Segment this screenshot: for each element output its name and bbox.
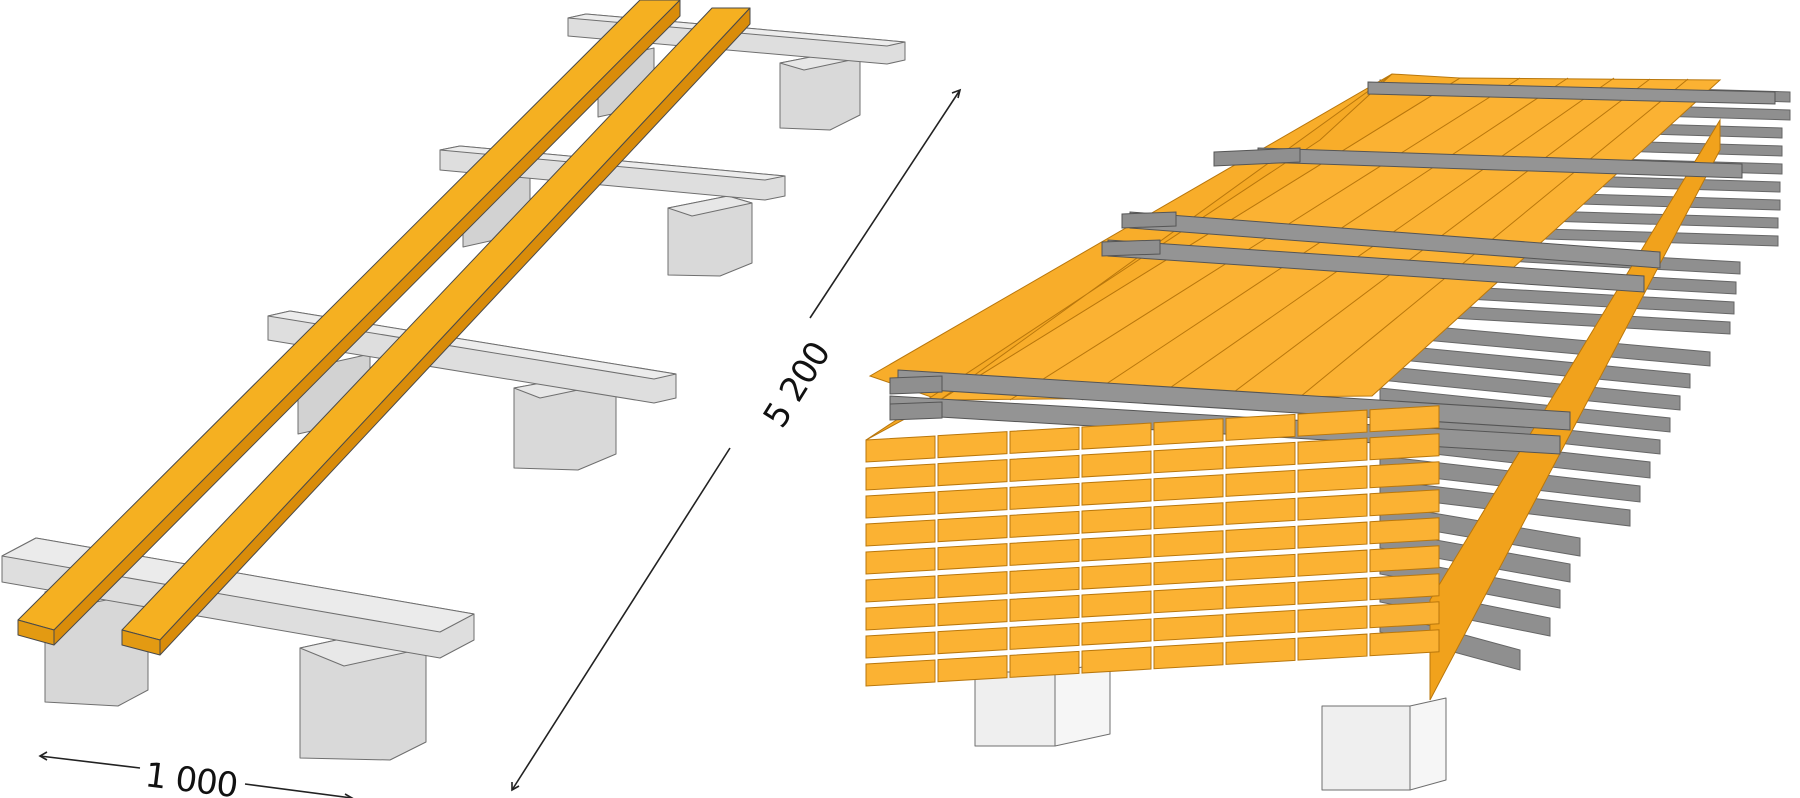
board-end [1009, 566, 1080, 594]
board-end [1081, 562, 1152, 590]
board-end [1009, 510, 1080, 538]
board-end [1009, 538, 1080, 566]
board-end [1297, 493, 1368, 521]
board-end [1369, 517, 1440, 545]
board-end [1153, 502, 1224, 530]
board-end [1369, 601, 1440, 629]
board-end [1369, 433, 1440, 461]
board-end [1369, 545, 1440, 573]
board-left [17, 0, 681, 646]
board-end [1297, 633, 1368, 661]
board-end [1153, 474, 1224, 502]
board-end [1081, 506, 1152, 534]
length-label: 5 200 [756, 335, 839, 435]
foundation-base [1, 0, 906, 761]
lumber-stack [865, 73, 1791, 791]
board-end [1009, 650, 1080, 678]
board-end [865, 659, 936, 687]
board-end [865, 603, 936, 631]
board-end [1009, 426, 1080, 454]
board-end [937, 431, 1008, 459]
board-end [937, 543, 1008, 571]
board-end [1153, 558, 1224, 586]
board-end [1225, 525, 1296, 553]
board-end [1081, 646, 1152, 674]
board-end [865, 575, 936, 603]
board-end [1369, 573, 1440, 601]
board-end [1081, 590, 1152, 618]
stack-front-face [865, 405, 1440, 687]
board-end [1297, 549, 1368, 577]
board-end [1081, 422, 1152, 450]
board-end [1153, 586, 1224, 614]
stack-supports [974, 661, 1447, 791]
board-end [865, 631, 936, 659]
board-right [121, 7, 751, 656]
board-end [1081, 478, 1152, 506]
board-end [937, 599, 1008, 627]
board-end [1297, 409, 1368, 437]
board-end [1225, 441, 1296, 469]
board-end [865, 519, 936, 547]
board-end [1009, 594, 1080, 622]
board-end [1297, 465, 1368, 493]
board-end [1369, 405, 1440, 433]
board-end [1225, 553, 1296, 581]
board-end [1009, 454, 1080, 482]
board-end [865, 463, 936, 491]
board-end [865, 547, 936, 575]
width-label: 1 000 [143, 755, 240, 798]
board-end [865, 435, 936, 463]
board-end [865, 491, 936, 519]
board-end [1009, 482, 1080, 510]
board-end [1225, 413, 1296, 441]
block-face [667, 195, 753, 217]
board-end [937, 571, 1008, 599]
stack-spacers-left [889, 147, 1301, 421]
board-end [1153, 614, 1224, 642]
board-end [1225, 609, 1296, 637]
board-end [1297, 577, 1368, 605]
board-end [937, 459, 1008, 487]
board-end [1081, 534, 1152, 562]
board-end [1153, 418, 1224, 446]
board-end [937, 487, 1008, 515]
board-end [1225, 469, 1296, 497]
board-end [1297, 437, 1368, 465]
board-end [1369, 629, 1440, 657]
board-end [937, 627, 1008, 655]
board-end [1297, 605, 1368, 633]
board-end [1081, 618, 1152, 646]
board-end [1153, 642, 1224, 670]
board-end [1153, 530, 1224, 558]
board-end [1153, 446, 1224, 474]
board-end [1225, 637, 1296, 665]
board-end [1225, 497, 1296, 525]
board-end [1369, 489, 1440, 517]
board-end [1009, 622, 1080, 650]
board-end [1225, 581, 1296, 609]
board-end [1369, 461, 1440, 489]
board-end [937, 655, 1008, 683]
width-dimension: 1 000 [38, 751, 354, 798]
board-end [1081, 450, 1152, 478]
board-end [937, 515, 1008, 543]
board-end [1297, 521, 1368, 549]
